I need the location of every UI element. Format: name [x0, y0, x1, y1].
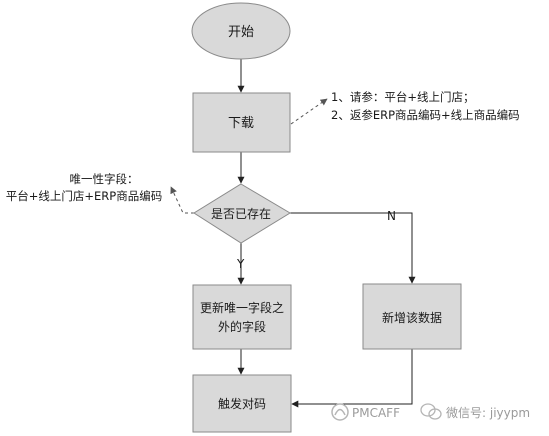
trigger-node-label: 触发对码	[218, 396, 266, 411]
unique-note-line2: 平台+线上门店+ERP商品编码	[6, 189, 162, 203]
trigger-node	[192, 374, 292, 433]
insert-node	[362, 283, 462, 350]
watermark-logo-icon	[331, 403, 349, 421]
edge-label-no: N	[387, 209, 396, 223]
download-note-line2: 2、返参ERP商品编码+线上商品编码	[331, 108, 520, 122]
decision-node-label: 是否已存在	[211, 207, 271, 221]
watermark-right: 微信号: jiyypm	[446, 406, 530, 420]
note-leader-download	[290, 98, 328, 125]
edge-label-yes: Y	[236, 257, 245, 271]
unique-note-line1: 唯一性字段：	[70, 172, 139, 186]
insert-node-label: 新增该数据	[382, 310, 442, 325]
download-note-line1: 1、请参：平台+线上门店；	[331, 90, 474, 104]
update-node-label-line2: 外的字段	[218, 319, 266, 334]
start-node-label: 开始	[228, 25, 254, 40]
decision-node	[193, 183, 291, 244]
download-node-label: 下载	[228, 116, 254, 131]
watermark-left: PMCAFF	[352, 406, 400, 420]
update-node	[192, 284, 292, 350]
note-leader-unique	[170, 186, 194, 214]
edge-decision-insert	[290, 212, 416, 284]
start-node	[191, 2, 291, 60]
watermark-wechat-icon	[420, 403, 442, 420]
update-node-label-line1: 更新唯一字段之	[200, 300, 284, 315]
edge-insert-trigger	[291, 349, 413, 408]
download-node	[192, 92, 291, 153]
